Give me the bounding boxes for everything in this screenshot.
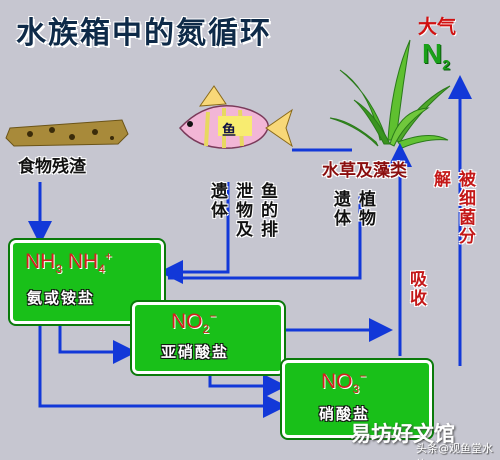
fish-label: 鱼 bbox=[222, 123, 236, 139]
nitrite-formula: NO2− bbox=[171, 309, 216, 336]
no2-subscript: 2 bbox=[202, 322, 210, 337]
no2-charge: − bbox=[209, 309, 217, 323]
nh4-subscript: 4 bbox=[98, 262, 105, 277]
no3-symbol: NO bbox=[321, 370, 353, 393]
nitrate-formula: NO3− bbox=[321, 369, 366, 396]
nitrite-name: 亚硝酸盐 bbox=[161, 343, 230, 361]
nh4-symbol: NH bbox=[62, 250, 99, 273]
ammonia-formula: NH3 NH4+ bbox=[25, 249, 112, 276]
bacteria-decompose-label: 被细菌分解 bbox=[430, 170, 475, 246]
watermark-main: 易坊好文馆 bbox=[350, 422, 455, 446]
no2-symbol: NO bbox=[171, 310, 203, 333]
nitrite-box: NO2− 亚硝酸盐 bbox=[132, 302, 284, 374]
absorb-label: 吸收 bbox=[406, 270, 426, 308]
n2-subscript: 2 bbox=[442, 56, 451, 73]
nh4-charge: + bbox=[104, 249, 112, 263]
arrow-fish-waste-to-ammonia bbox=[159, 182, 230, 284]
fish-image bbox=[179, 85, 293, 149]
atmosphere-label: 大气 bbox=[418, 16, 457, 38]
no3-charge: − bbox=[359, 369, 367, 383]
nh3-symbol: NH bbox=[25, 250, 56, 273]
n2-symbol: N bbox=[422, 38, 443, 69]
arrow-ammonia-to-nitrate bbox=[38, 320, 287, 418]
plant-label: 水草及藻类 bbox=[322, 161, 407, 181]
plant-image bbox=[329, 39, 451, 149]
watermark-sub: 头条@观鱼堂水族 bbox=[416, 442, 493, 460]
n2-formula: N2 bbox=[422, 38, 450, 73]
nh3-subscript: 3 bbox=[55, 262, 63, 277]
diagram-title: 水族箱中的氮循环 bbox=[16, 16, 272, 51]
nitrate-box: NO3− 硝酸盐 bbox=[282, 360, 432, 438]
food-remains-label: 食物残渣 bbox=[18, 157, 86, 177]
plant-remains-label: 植物遗体 bbox=[330, 190, 375, 228]
nitrate-name: 硝酸盐 bbox=[319, 405, 371, 423]
arrow-ammonia-to-nitrite bbox=[58, 320, 137, 364]
flow-arrows bbox=[28, 75, 472, 418]
arrow-plant-remains-line bbox=[168, 196, 362, 280]
ammonia-name: 氨或铵盐 bbox=[27, 289, 96, 307]
fish-waste-label: 鱼的排泄物及遗体 bbox=[207, 182, 277, 239]
no3-subscript: 3 bbox=[352, 382, 360, 397]
food-remains-image bbox=[5, 119, 129, 147]
